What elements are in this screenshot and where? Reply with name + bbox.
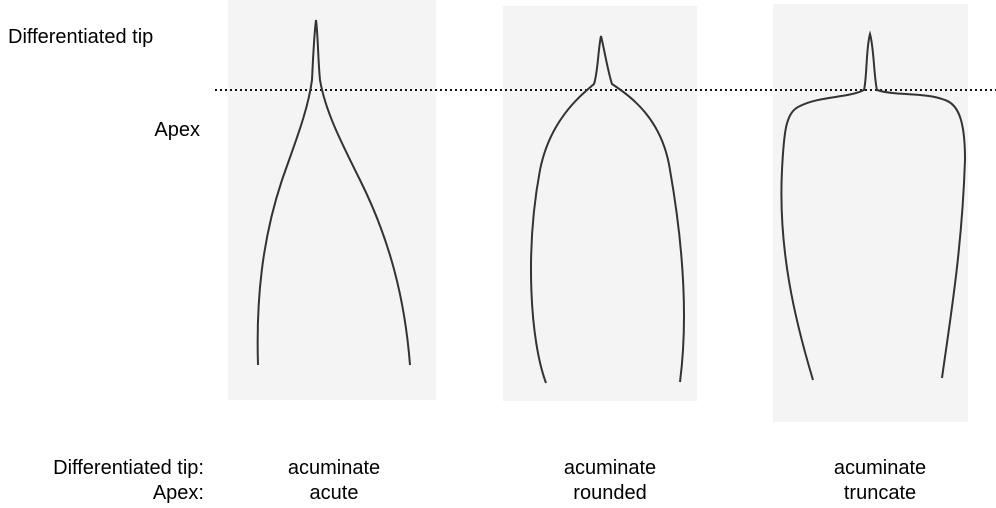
shape-3-apex-value: truncate [800, 481, 960, 505]
leaf-outline-truncate [781, 34, 965, 380]
shape-2-tip-value: acuminate [530, 456, 690, 480]
shape-1-apex-value: acute [254, 481, 414, 505]
footer-tip-row-label: Differentiated tip: [0, 456, 204, 480]
leaf-outline-acute [258, 20, 410, 365]
shape-1-tip-value: acuminate [254, 456, 414, 480]
shape-3-tip-value: acuminate [800, 456, 960, 480]
leaf-outline-rounded [531, 36, 684, 383]
shape-2-apex-value: rounded [530, 481, 690, 505]
footer-apex-row-label: Apex: [0, 481, 204, 505]
